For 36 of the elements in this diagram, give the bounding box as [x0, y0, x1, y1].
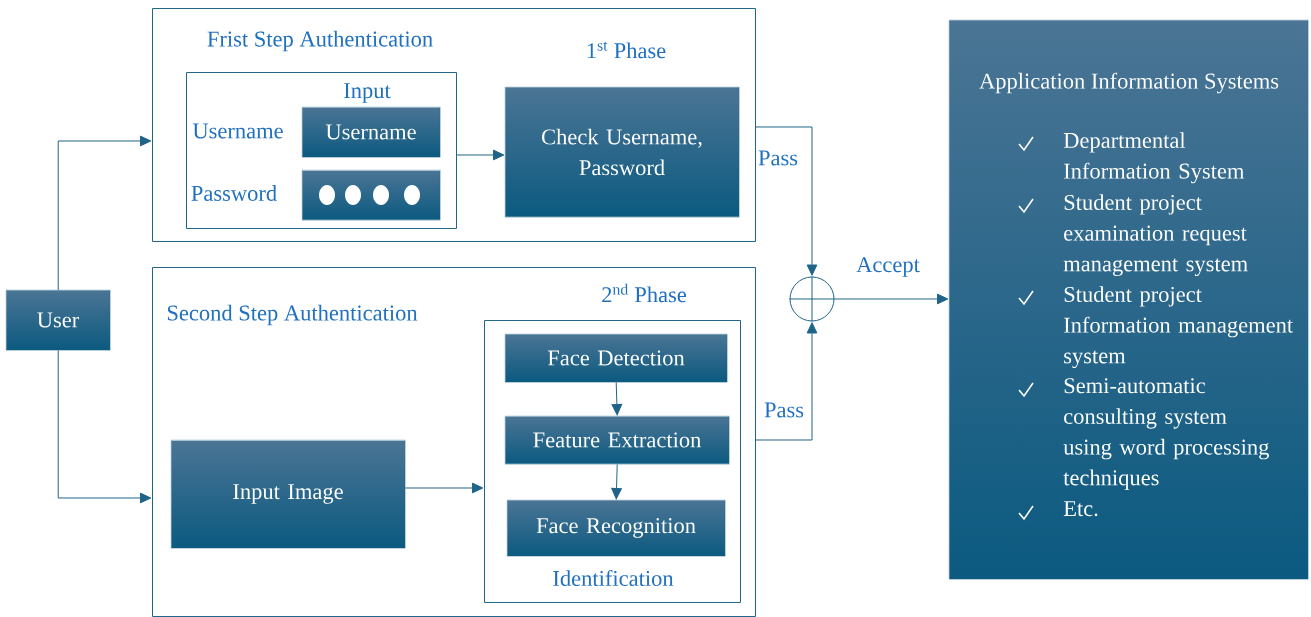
process-box: Feature Extraction — [505, 416, 730, 465]
edge-label: Pass — [763, 401, 805, 419]
panel-title: Application Information Systems — [979, 72, 1279, 94]
list-item: Student project examination request management system — [1063, 194, 1248, 277]
field-label: Password — [191, 185, 277, 201]
arrow — [611, 463, 622, 500]
section-heading: Frist Step Authentication — [207, 30, 433, 52]
phase-label: 1$^{st}$ Phase — [587, 41, 666, 59]
summing-junction — [789, 276, 835, 322]
group-label: Input — [344, 83, 391, 103]
arrow — [57, 135, 152, 291]
list-item: Semi-automatic consulting system using word processing techniques — [1063, 378, 1269, 490]
arrow — [456, 149, 505, 161]
process-box: Face Detection — [505, 334, 728, 383]
edge-label: Accept — [855, 256, 921, 278]
list-item: Student project Information management system — [1064, 286, 1293, 369]
section-heading: Second Step Authentication — [167, 304, 418, 326]
process-box: Check Username, Password — [505, 87, 740, 218]
process-box: Input Image — [171, 440, 406, 549]
process-box: User — [6, 290, 111, 351]
input-field: Username — [302, 107, 441, 158]
field-label: Username — [192, 123, 283, 139]
phase-label: 2$^{nd}$ Phase — [602, 283, 687, 303]
arrow — [611, 381, 623, 416]
edge-label: Pass — [757, 149, 799, 167]
list-item: Departmental Information System — [1063, 132, 1245, 184]
arrow — [834, 293, 949, 305]
group-label: Identification — [553, 569, 674, 586]
password-field — [302, 170, 441, 221]
arrow — [755, 126, 818, 276]
process-box: Face Recognition — [507, 500, 726, 557]
list-item: Etc. — [1063, 501, 1098, 517]
arrow — [57, 349, 152, 504]
system-panel — [949, 20, 1309, 580]
arrow — [404, 482, 484, 494]
arrow — [755, 322, 818, 441]
